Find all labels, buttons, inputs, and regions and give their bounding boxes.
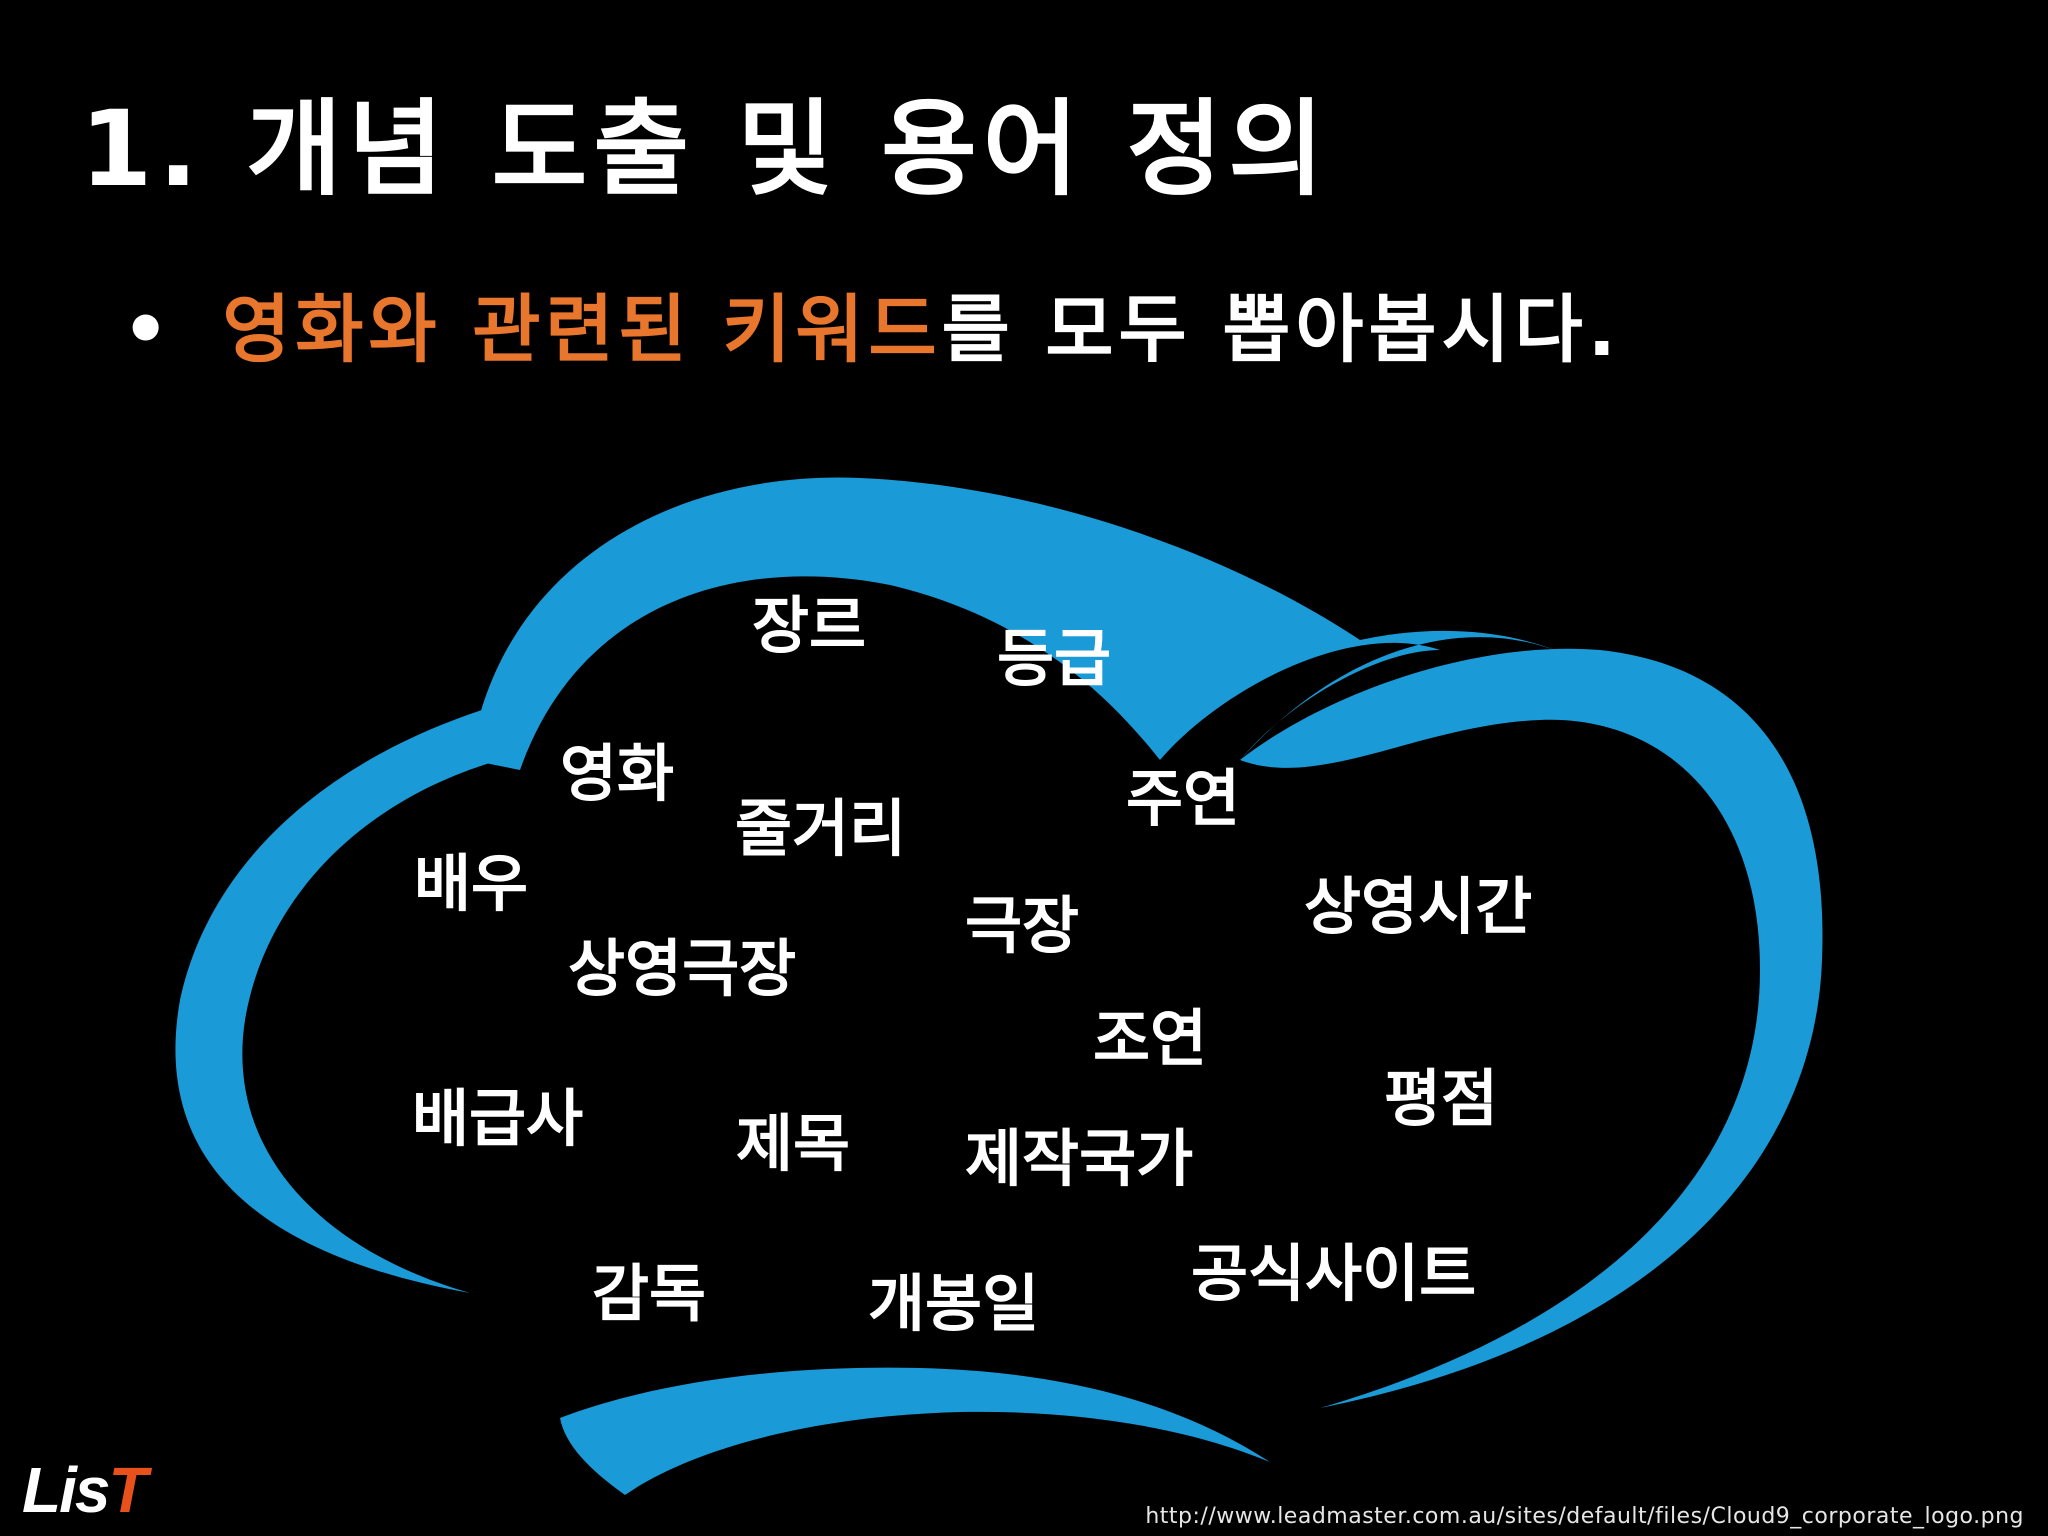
keyword-review-score: 평점 xyxy=(1384,1062,1499,1135)
keyword-supporting-actor: 조연 xyxy=(1093,1002,1208,1075)
bullet-line: • 영화와 관련된 키워드를 모두 뽑아봅시다. xyxy=(122,287,1621,373)
keyword-movie: 영화 xyxy=(560,737,675,810)
keyword-director: 감독 xyxy=(592,1257,707,1330)
keyword-showing-theater: 상영극장 xyxy=(568,932,797,1005)
bullet-text: 를 모두 뽑아봅시다. xyxy=(941,287,1621,373)
image-credit-url: http://www.leadmaster.com.au/sites/defau… xyxy=(1145,1504,2024,1529)
keyword-genre: 장르 xyxy=(752,589,867,662)
cloud-top-stroke xyxy=(470,477,1560,770)
logo-text-white: Lis xyxy=(22,1454,110,1526)
keyword-plot: 줄거리 xyxy=(735,792,907,865)
slide-title: 1. 개념 도출 및 용어 정의 xyxy=(80,88,1331,210)
cloud-bottom-stroke xyxy=(560,1367,1270,1495)
keyword-production-country: 제작국가 xyxy=(965,1122,1194,1195)
bullet-highlight: 영화와 관련된 키워드 xyxy=(222,287,942,373)
keyword-rating: 등급 xyxy=(997,622,1112,695)
keyword-running-time: 상영시간 xyxy=(1304,870,1533,943)
cloud-right-stroke xyxy=(1240,648,1823,1408)
keyword-lead-actor: 주연 xyxy=(1126,762,1241,835)
logo-text-orange: T xyxy=(108,1454,147,1526)
keyword-theater: 극장 xyxy=(965,889,1080,962)
keyword-title: 제목 xyxy=(736,1107,851,1180)
cloud-left-stroke xyxy=(175,710,500,1293)
keyword-actor: 배우 xyxy=(414,847,529,920)
keyword-official-site: 공식사이트 xyxy=(1191,1237,1477,1310)
keyword-distributor: 배급사 xyxy=(412,1082,584,1155)
keyword-release-date: 개봉일 xyxy=(868,1267,1040,1340)
bullet-marker: • xyxy=(122,287,175,373)
